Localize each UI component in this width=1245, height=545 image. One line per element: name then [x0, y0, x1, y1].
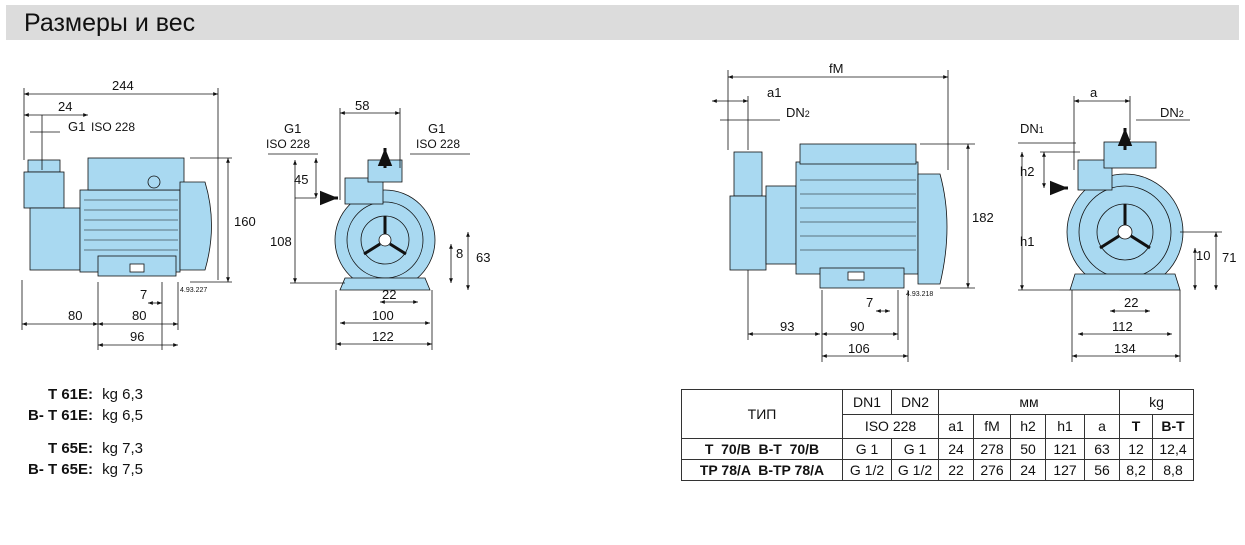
dim-108: 108: [270, 234, 292, 249]
thread-right-std: ISO 228: [416, 137, 460, 151]
dim-182: 182: [972, 210, 994, 225]
dim-dn1: DN1: [1020, 121, 1044, 136]
dim-80-right: 80: [132, 308, 146, 323]
dim-7-right: 7: [866, 295, 873, 310]
dim-160: 160: [234, 214, 256, 229]
dim-8: 8: [456, 246, 463, 261]
dim-45: 45: [294, 172, 308, 187]
dim-7: 7: [140, 287, 147, 302]
col-t: T: [1119, 413, 1153, 439]
dim-h1: h1: [1020, 234, 1034, 249]
weight-row: B- T 61E: kg 6,5: [27, 407, 144, 424]
dim-96: 96: [130, 329, 144, 344]
weight-row: T 61E: kg 6,3: [47, 386, 144, 403]
dim-80-left: 80: [68, 308, 82, 323]
weight-row: B- T 65E: kg 7,5: [27, 461, 144, 478]
drawing-ref-218: 4.93.218: [906, 291, 933, 298]
dim-244: 244: [112, 78, 134, 93]
dn1-header: DN1: [842, 389, 892, 415]
dim-122: 122: [372, 329, 394, 344]
dim-24: 24: [58, 99, 72, 114]
dim-22-right: 22: [1124, 295, 1138, 310]
dim-112: 112: [1112, 319, 1133, 334]
col-h1: h1: [1045, 413, 1085, 439]
dim-106: 106: [848, 341, 870, 356]
dim-h2: h2: [1020, 164, 1034, 179]
table-row: TP 78/A B-TP 78/A G 1/2 G 1/2 22 276 24 …: [681, 459, 1194, 481]
type-header: ТИП: [681, 389, 843, 439]
weights-list: T 61E: kg 6,3 B- T 61E: kg 6,5 T 65E: kg…: [14, 384, 143, 480]
col-a: a: [1084, 413, 1120, 439]
thread-right: G1: [428, 121, 445, 136]
dim-90: 90: [850, 319, 864, 334]
dim-fm: fM: [829, 61, 843, 76]
dim-134: 134: [1114, 341, 1136, 356]
dim-100: 100: [372, 308, 394, 323]
dim-dn2-side: DN2: [786, 105, 810, 120]
spec-table: ТИП DN1 DN2 мм kg ISO 228 a1 fM h2 h1 a …: [681, 389, 1194, 481]
col-h2: h2: [1010, 413, 1046, 439]
col-fm: fM: [973, 413, 1011, 439]
weight-row: T 65E: kg 7,3: [47, 440, 144, 457]
dim-93: 93: [780, 319, 794, 334]
col-bt: B-T: [1152, 413, 1194, 439]
dim-a: a: [1090, 85, 1098, 100]
mm-header: мм: [938, 389, 1120, 415]
dim-dn2-front: DN2: [1160, 105, 1184, 120]
pump-front-view-small: [268, 108, 470, 350]
drawing-ref-227: 4.93.227: [180, 287, 207, 294]
pump-front-view-large: [1018, 96, 1222, 362]
dim-63: 63: [476, 250, 490, 265]
thread-std: ISO 228: [91, 120, 135, 134]
pump-side-view-large: [712, 70, 975, 362]
kg-header: kg: [1119, 389, 1194, 415]
thread-left: G1: [284, 121, 301, 136]
dim-10: 10: [1196, 248, 1210, 263]
dim-71: 71: [1222, 250, 1236, 265]
dn2-header: DN2: [891, 389, 939, 415]
dim-22: 22: [382, 287, 396, 302]
col-a1: a1: [938, 413, 974, 439]
iso-header: ISO 228: [842, 413, 939, 439]
dim-a1: a1: [767, 85, 781, 100]
section-header: Размеры и вес: [6, 5, 1239, 40]
thread-left-std: ISO 228: [266, 137, 310, 151]
table-row: T 70/B B-T 70/B G 1 G 1 24 278 50 121 63…: [681, 438, 1194, 460]
thread-label-g1: G1: [68, 119, 85, 134]
pump-side-view-small: [21, 88, 232, 350]
dim-58: 58: [355, 98, 369, 113]
page-title: Размеры и вес: [24, 9, 196, 37]
